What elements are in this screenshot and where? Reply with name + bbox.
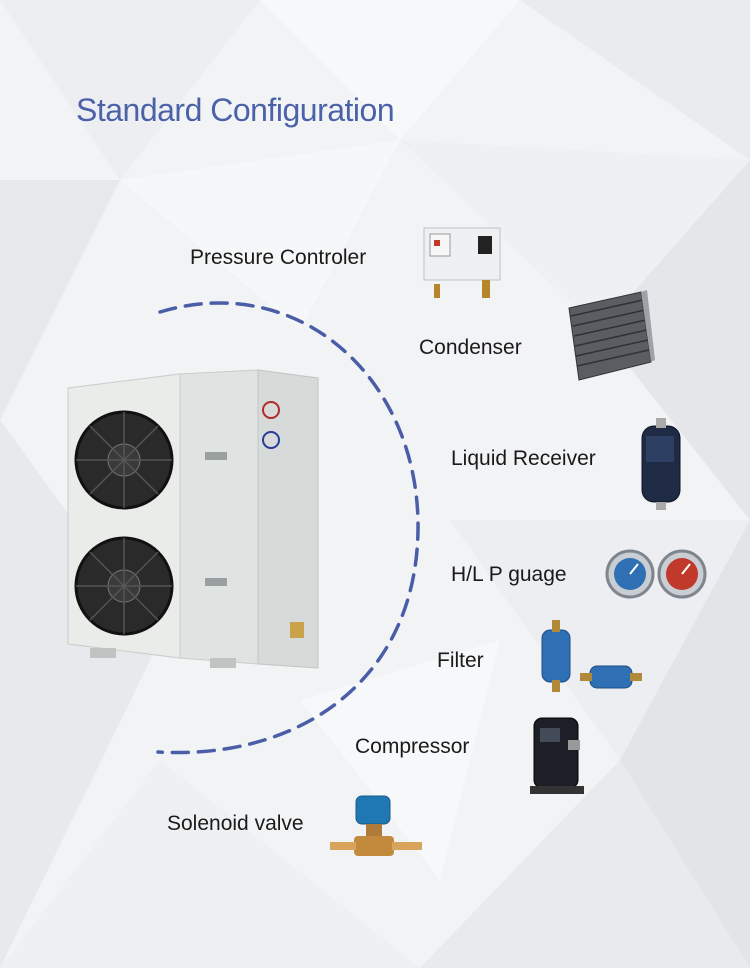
label-filter: Filter <box>437 649 484 672</box>
condenser-icon <box>568 290 655 381</box>
liquid-receiver-icon <box>641 418 681 510</box>
compressor-icon <box>530 717 584 794</box>
label-pressure-controller: Pressure Controler <box>190 246 367 269</box>
pressure-controller-icon <box>423 227 501 298</box>
label-pressure-gauge: H/L P guage <box>451 563 567 586</box>
label-condenser: Condenser <box>419 336 522 359</box>
label-liquid-receiver: Liquid Receiver <box>451 447 596 470</box>
label-compressor: Compressor <box>355 735 470 758</box>
page-title: Standard Configuration <box>76 92 395 128</box>
filter-drier-icon <box>541 620 642 692</box>
label-solenoid-valve: Solenoid valve <box>167 812 304 835</box>
condensing-unit-image <box>67 369 319 669</box>
solenoid-valve-icon <box>330 795 422 856</box>
pressure-gauge-icon <box>605 549 707 599</box>
